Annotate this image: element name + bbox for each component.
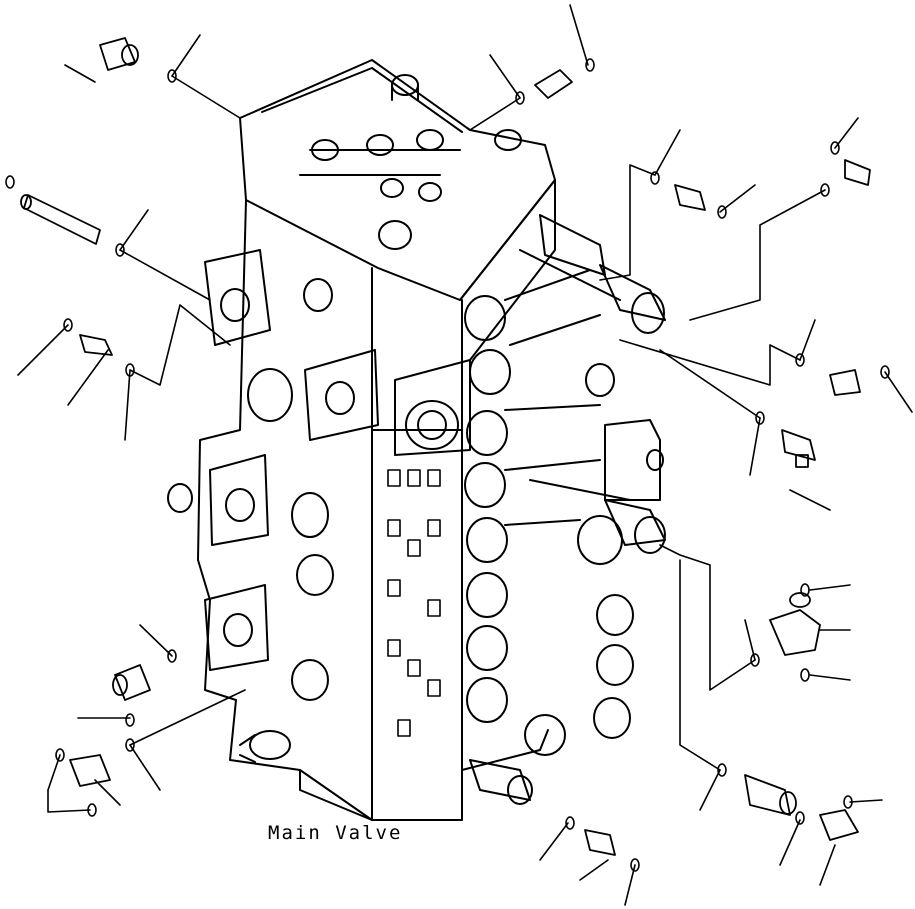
- solenoid-valves: [470, 215, 665, 804]
- fittings: [21, 38, 870, 855]
- valve-body: [198, 60, 555, 820]
- diagram-caption: Main Valve: [268, 822, 403, 844]
- spool-caps: [465, 250, 663, 755]
- leader-lines: [18, 5, 912, 905]
- o-rings: [6, 59, 889, 871]
- left-flanges: [168, 250, 378, 762]
